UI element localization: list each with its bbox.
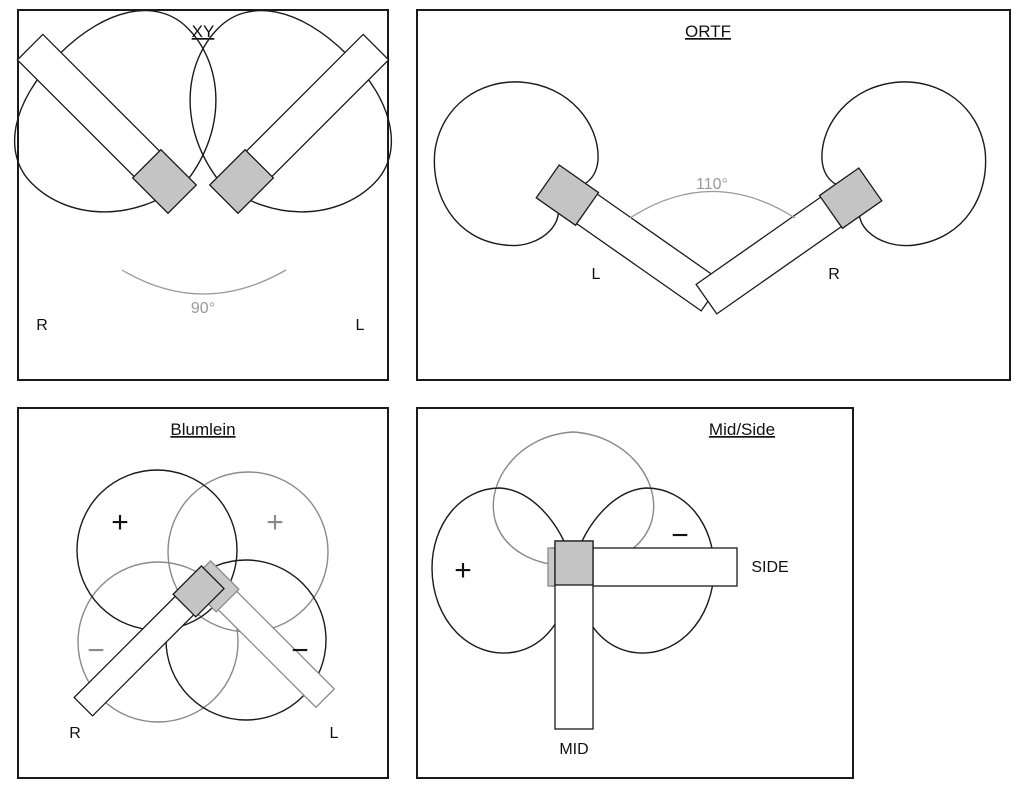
midside-mid-mic-capsule (554, 540, 594, 586)
blumlein-label-r: R (69, 725, 81, 742)
ortf-angle-label: 110° (696, 176, 728, 193)
ortf-polar-pattern-right (821, 81, 987, 247)
ortf-polar-pattern-left (433, 81, 599, 247)
panel-blumlein: Blumlein + + − − R L (17, 407, 389, 779)
xy-angle-arc (121, 269, 287, 295)
xy-mic-right-capsule (131, 148, 198, 215)
midside-sign-right: − (671, 519, 689, 552)
ortf-label-l: L (592, 266, 601, 283)
midside-label-side: SIDE (751, 559, 788, 576)
panel-midside-title: Mid/Side (709, 420, 775, 439)
blumlein-label-l: L (330, 725, 339, 742)
panel-xy-title: XY (192, 22, 215, 41)
blumlein-mic-right-capsule (172, 565, 225, 618)
ortf-label-r: R (828, 266, 840, 283)
blumlein-sign-top-left: + (111, 506, 129, 539)
panel-ortf-frame (416, 9, 1011, 381)
xy-label-r: R (36, 317, 48, 334)
panel-blumlein-title: Blumlein (170, 420, 235, 439)
ortf-angle-arc (629, 190, 796, 219)
panel-midside-frame (416, 407, 854, 779)
ortf-mic-left-capsule (535, 164, 600, 227)
midside-mid-pattern (492, 431, 655, 567)
panel-xy: XY 90° R L (13, 9, 393, 381)
midside-label-mid: MID (559, 741, 588, 758)
blumlein-sign-bottom-left: − (87, 634, 105, 667)
xy-label-l: L (356, 317, 365, 334)
midside-sign-left: + (454, 554, 472, 587)
blumlein-sign-top-right: + (266, 506, 284, 539)
blumlein-lobe-bottom-left (77, 561, 239, 723)
panel-ortf: ORTF 110° L R (416, 9, 1011, 381)
xy-mic-left-capsule (208, 148, 275, 215)
panel-ortf-title: ORTF (685, 22, 731, 41)
blumlein-sign-bottom-right: − (291, 634, 309, 667)
ortf-mic-right-capsule (818, 167, 883, 230)
panel-midside: Mid/Side + − SIDE MID (416, 407, 854, 779)
xy-angle-label: 90° (191, 300, 215, 317)
midside-side-lobe-left (431, 487, 574, 654)
